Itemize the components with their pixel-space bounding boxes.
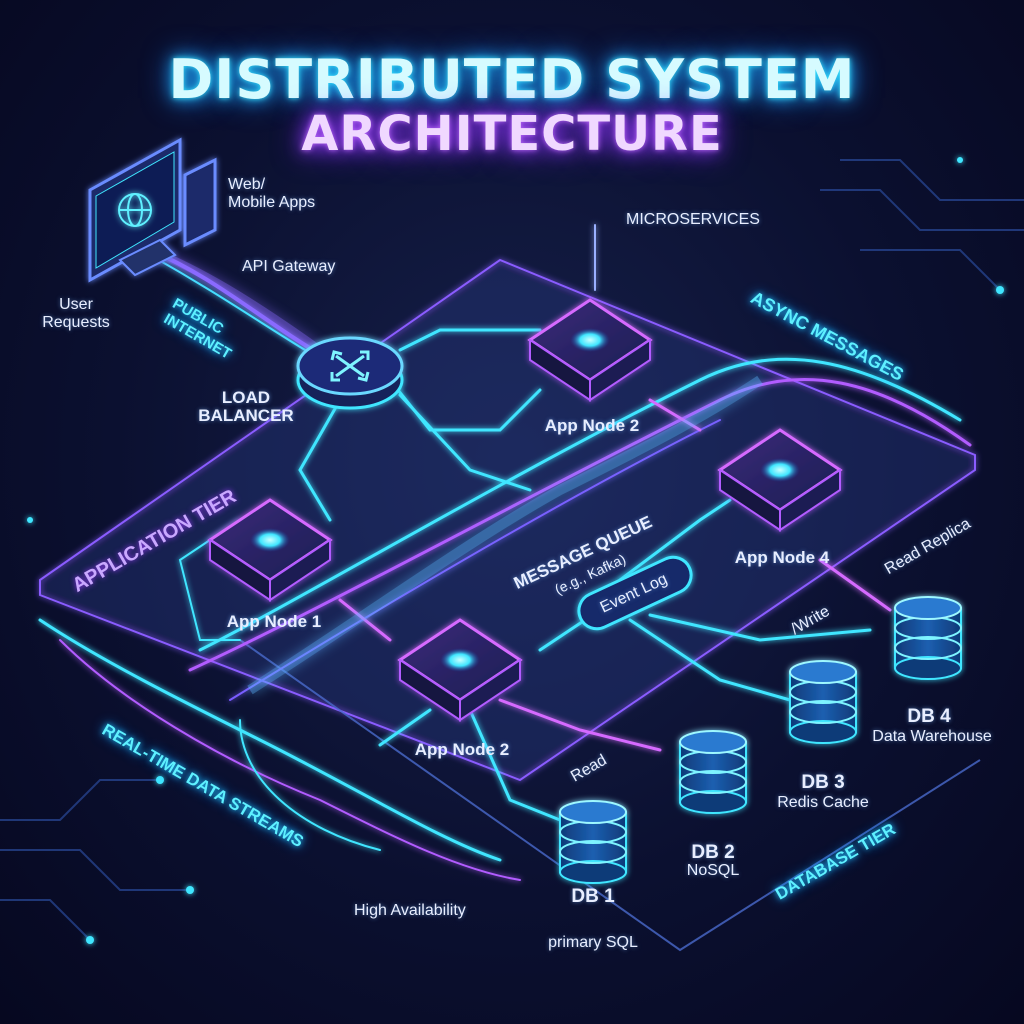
user-requests-label-2: Requests xyxy=(42,314,110,331)
db-2-desc: NoSQL xyxy=(686,862,740,879)
title-line-1: DISTRIBUTED SYSTEM xyxy=(168,48,856,111)
db-3-desc: Redis Cache xyxy=(777,794,869,811)
db-4-name: DB 4 xyxy=(907,706,951,727)
clients-label-1: Web/ xyxy=(228,176,266,193)
load-balancer-label-2: BALANCER xyxy=(198,406,294,425)
db-4-desc: Data Warehouse xyxy=(872,728,992,745)
user-requests-label-1: User xyxy=(59,296,93,313)
clients-label-2: Mobile Apps xyxy=(228,194,316,211)
message-queue-stream xyxy=(247,375,763,695)
circuit-traces xyxy=(0,159,1024,941)
app-node-4-label: App Node 4 xyxy=(734,548,830,567)
load-balancer-arrows-icon xyxy=(330,350,370,382)
db-3-cylinder[interactable] xyxy=(789,660,857,744)
api-gateway-label: API Gateway xyxy=(242,258,336,275)
circuit-dots xyxy=(27,157,1004,944)
db-3-name: DB 3 xyxy=(801,772,845,793)
high-availability-label: High Availability xyxy=(354,902,466,919)
app-node-4[interactable] xyxy=(717,428,843,532)
globe-icon xyxy=(118,193,152,227)
db-2-cylinder[interactable] xyxy=(679,730,747,814)
app-node-1[interactable] xyxy=(207,498,333,602)
event-log-capsule[interactable] xyxy=(573,551,697,634)
app-node-2-bottom[interactable] xyxy=(397,618,523,722)
connections xyxy=(38,224,972,881)
microservices-label: MICROSERVICES xyxy=(626,211,760,228)
db-1-desc: primary SQL xyxy=(548,934,638,951)
db-1-cylinder[interactable] xyxy=(559,800,627,884)
app-node-2-top-label: App Node 2 xyxy=(544,416,640,435)
load-balancer-label-1: LOAD xyxy=(221,388,271,407)
title-line-2: ARCHITECTURE xyxy=(301,106,723,162)
db-1-name: DB 1 xyxy=(571,886,615,907)
app-node-2-bottom-label: App Node 2 xyxy=(414,740,510,759)
app-node-1-label: App Node 1 xyxy=(226,612,322,631)
db-4-cylinder[interactable] xyxy=(894,596,962,680)
database-tier-outline xyxy=(239,639,981,952)
load-balancer[interactable] xyxy=(296,336,404,410)
app-node-2-top[interactable] xyxy=(527,298,653,402)
db-2-name: DB 2 xyxy=(691,842,735,863)
